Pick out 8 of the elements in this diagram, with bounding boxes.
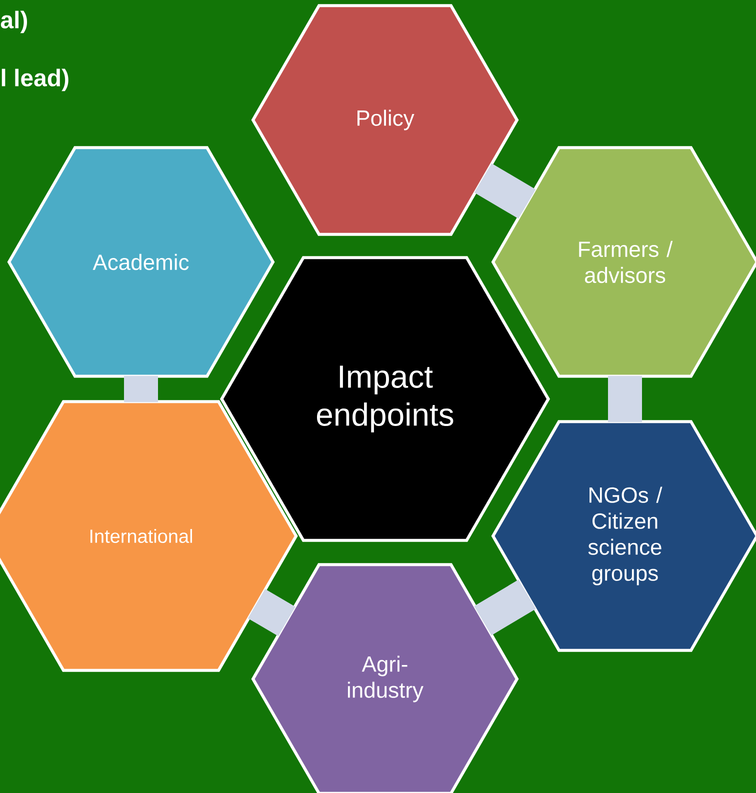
hexagon-box: International [0, 400, 298, 672]
connector-band [124, 376, 158, 402]
connector-band [474, 580, 536, 636]
heading-text: l lead) [2, 68, 68, 92]
connector-band [248, 589, 296, 636]
heading-text: al) [0, 10, 27, 34]
hexagon-box: Farmers / advisors [491, 146, 756, 378]
hexagon-box: NGOs / Citizen science groups [491, 420, 756, 652]
